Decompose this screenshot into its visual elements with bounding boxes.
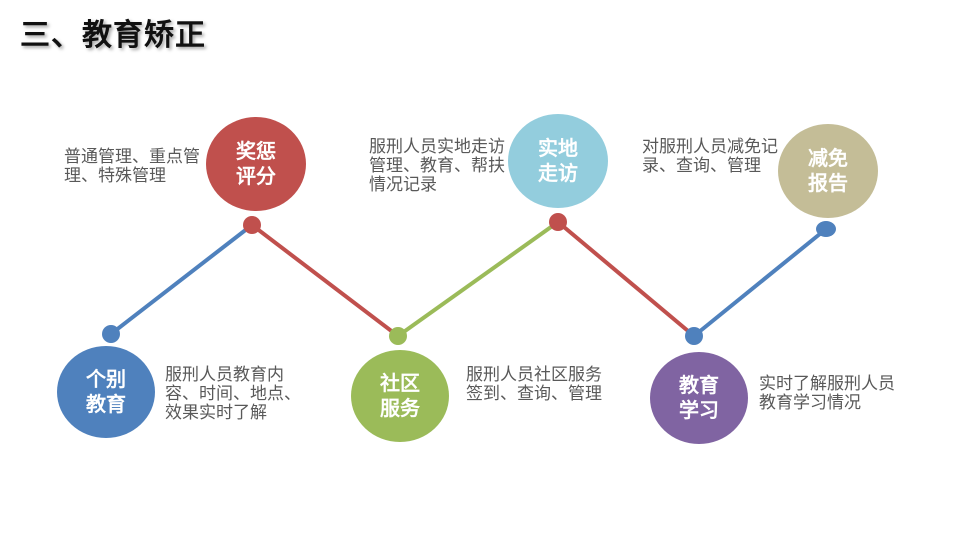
node-shidi-desc: 服刑人员实地走访管理、教育、帮扶情况记录 <box>369 137 505 195</box>
junction-dot-6 <box>816 221 836 237</box>
node-jiaoyu-label: 教育 学习 <box>679 373 719 422</box>
node-jiangcheng-desc: 普通管理、重点管理、特殊管理 <box>64 147 200 186</box>
node-shequ-circle: 社区 服务 <box>351 350 449 442</box>
node-gebie-desc: 服刑人员教育内容、时间、地点、效果实时了解 <box>165 365 301 423</box>
connector-line-1 <box>109 223 254 336</box>
node-jiangcheng-label: 奖惩 评分 <box>236 139 276 188</box>
node-gebie-label: 个别 教育 <box>86 367 126 416</box>
page-title: 三、教育矫正 <box>20 18 206 53</box>
node-jiaoyu-desc: 实时了解服刑人员教育学习情况 <box>759 374 895 413</box>
connector-line-3 <box>396 220 560 338</box>
junction-dot-2 <box>243 216 261 234</box>
node-shequ-desc: 服刑人员社区服务签到、查询、管理 <box>466 365 602 404</box>
connector-line-5 <box>692 227 828 338</box>
node-jianmian-desc: 对服刑人员减免记录、查询、管理 <box>642 137 778 176</box>
node-shidi-circle: 实地 走访 <box>508 114 608 208</box>
connector-line-4 <box>556 220 696 338</box>
node-jiaoyu-circle: 教育 学习 <box>650 352 748 444</box>
node-gebie-circle: 个别 教育 <box>57 346 155 438</box>
node-shequ-label: 社区 服务 <box>380 371 420 420</box>
node-jiangcheng-circle: 奖惩 评分 <box>206 117 306 211</box>
node-jianmian-circle: 减免 报告 <box>778 124 878 218</box>
node-shidi-label: 实地 走访 <box>538 136 578 185</box>
node-jianmian-label: 减免 报告 <box>808 146 848 195</box>
connector-line-2 <box>250 223 400 338</box>
junction-dot-5 <box>685 327 703 345</box>
junction-dot-1 <box>102 325 120 343</box>
junction-dot-4 <box>549 213 567 231</box>
junction-dot-3 <box>389 327 407 345</box>
